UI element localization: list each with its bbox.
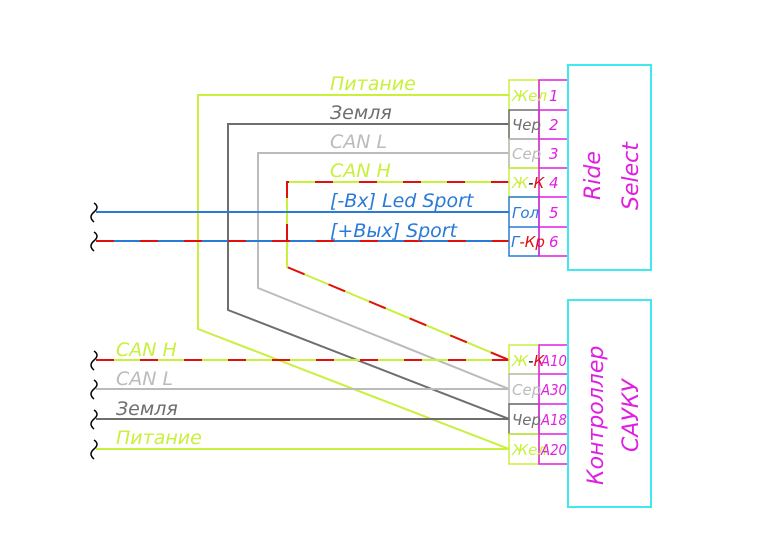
controller-title-2: САУКУ [619, 378, 644, 452]
pin-number: A20 [540, 441, 567, 459]
label-ctrl-can-l: CAN L [116, 368, 173, 390]
pin-number: 3 [549, 145, 559, 163]
color-code: Чер [512, 411, 541, 429]
break-icon [90, 231, 98, 252]
pin-number: A10 [540, 352, 567, 370]
color-code: Сер [512, 381, 541, 399]
label-can-h: CAN H [330, 160, 391, 182]
color-code: Г-Кр [511, 233, 545, 251]
controller-connector: Ж-К Сер Чер Жел A10 A30 A18 A20 [508, 344, 569, 465]
break-symbols [90, 202, 98, 460]
label-ctrl-can-h: CAN H [116, 339, 177, 361]
pin-number: 4 [549, 174, 559, 192]
pin-number: 5 [549, 204, 559, 222]
color-code: Чер [512, 116, 541, 134]
color-code: Сер [512, 145, 541, 163]
color-code: Ж-К [511, 352, 546, 370]
break-icon [90, 409, 98, 430]
color-code: Жел [511, 441, 547, 459]
label-power: Питание [330, 73, 416, 95]
pin-number: 6 [549, 233, 559, 251]
controller-device [567, 299, 652, 508]
break-icon [90, 202, 98, 223]
label-can-l: CAN L [330, 131, 387, 153]
pin-number: 1 [549, 87, 559, 105]
label-ctrl-ground: Земля [116, 398, 178, 420]
label-ctrl-power: Питание [116, 427, 202, 449]
break-icon [90, 350, 98, 371]
wire-ground [227, 123, 510, 420]
label-sport: [+Вых] Sport [330, 220, 459, 242]
pin-number: A30 [540, 381, 567, 399]
ride-select-title-1: Ride [581, 151, 606, 200]
label-ground: Земля [330, 102, 392, 124]
ride-select-device [567, 64, 652, 271]
wire-can-h-stripe [286, 181, 510, 361]
label-led-sport: [-Вх] Led Sport [330, 190, 475, 212]
color-code: Ж-К [511, 174, 546, 192]
break-icon [90, 439, 98, 460]
wire-can-l [257, 152, 510, 390]
ride-select-title-2: Select [619, 141, 644, 210]
pin-number: A18 [540, 411, 567, 429]
controller-title-1: Контроллер [584, 346, 609, 485]
color-code: Гол [512, 204, 540, 222]
pin-number: 2 [549, 116, 559, 134]
ride-select-connector: Жел Чер Сер Ж-К Гол Г-Кр 1 2 3 4 5 6 [508, 79, 569, 257]
color-code: Жел [511, 87, 547, 105]
break-icon [90, 379, 98, 400]
